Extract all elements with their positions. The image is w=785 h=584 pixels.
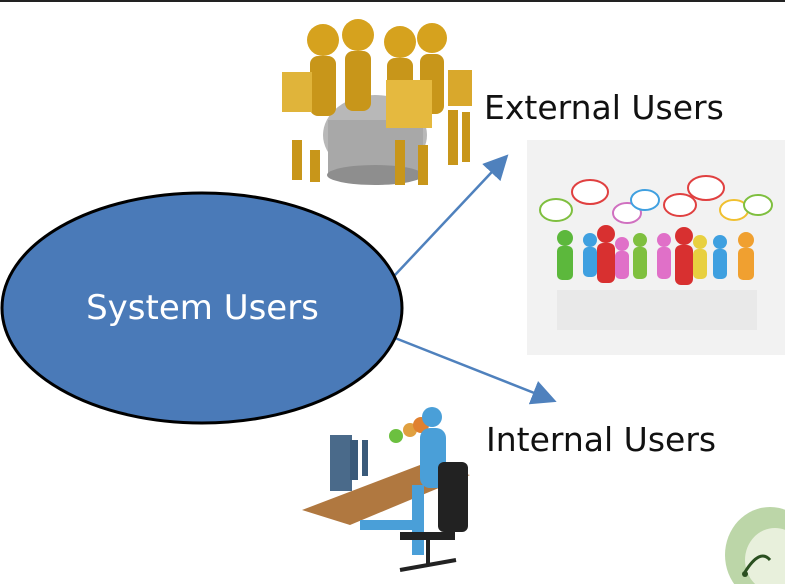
internal-users-label: Internal Users	[486, 420, 717, 459]
arrow-to-internal-users	[394, 336, 557, 405]
plant-logo-corner-icon	[725, 507, 785, 584]
system-users-node	[0, 191, 404, 425]
people-at-computer-desks-icon	[302, 407, 470, 572]
colorful-people-speech-bubbles-icon	[527, 140, 785, 355]
arrow-to-external-users	[394, 154, 509, 276]
external-users-label: External Users	[484, 88, 724, 127]
system-users-label: System Users	[86, 288, 319, 328]
figures-at-laptops-gold-icon	[282, 19, 472, 185]
top-border	[0, 0, 785, 2]
